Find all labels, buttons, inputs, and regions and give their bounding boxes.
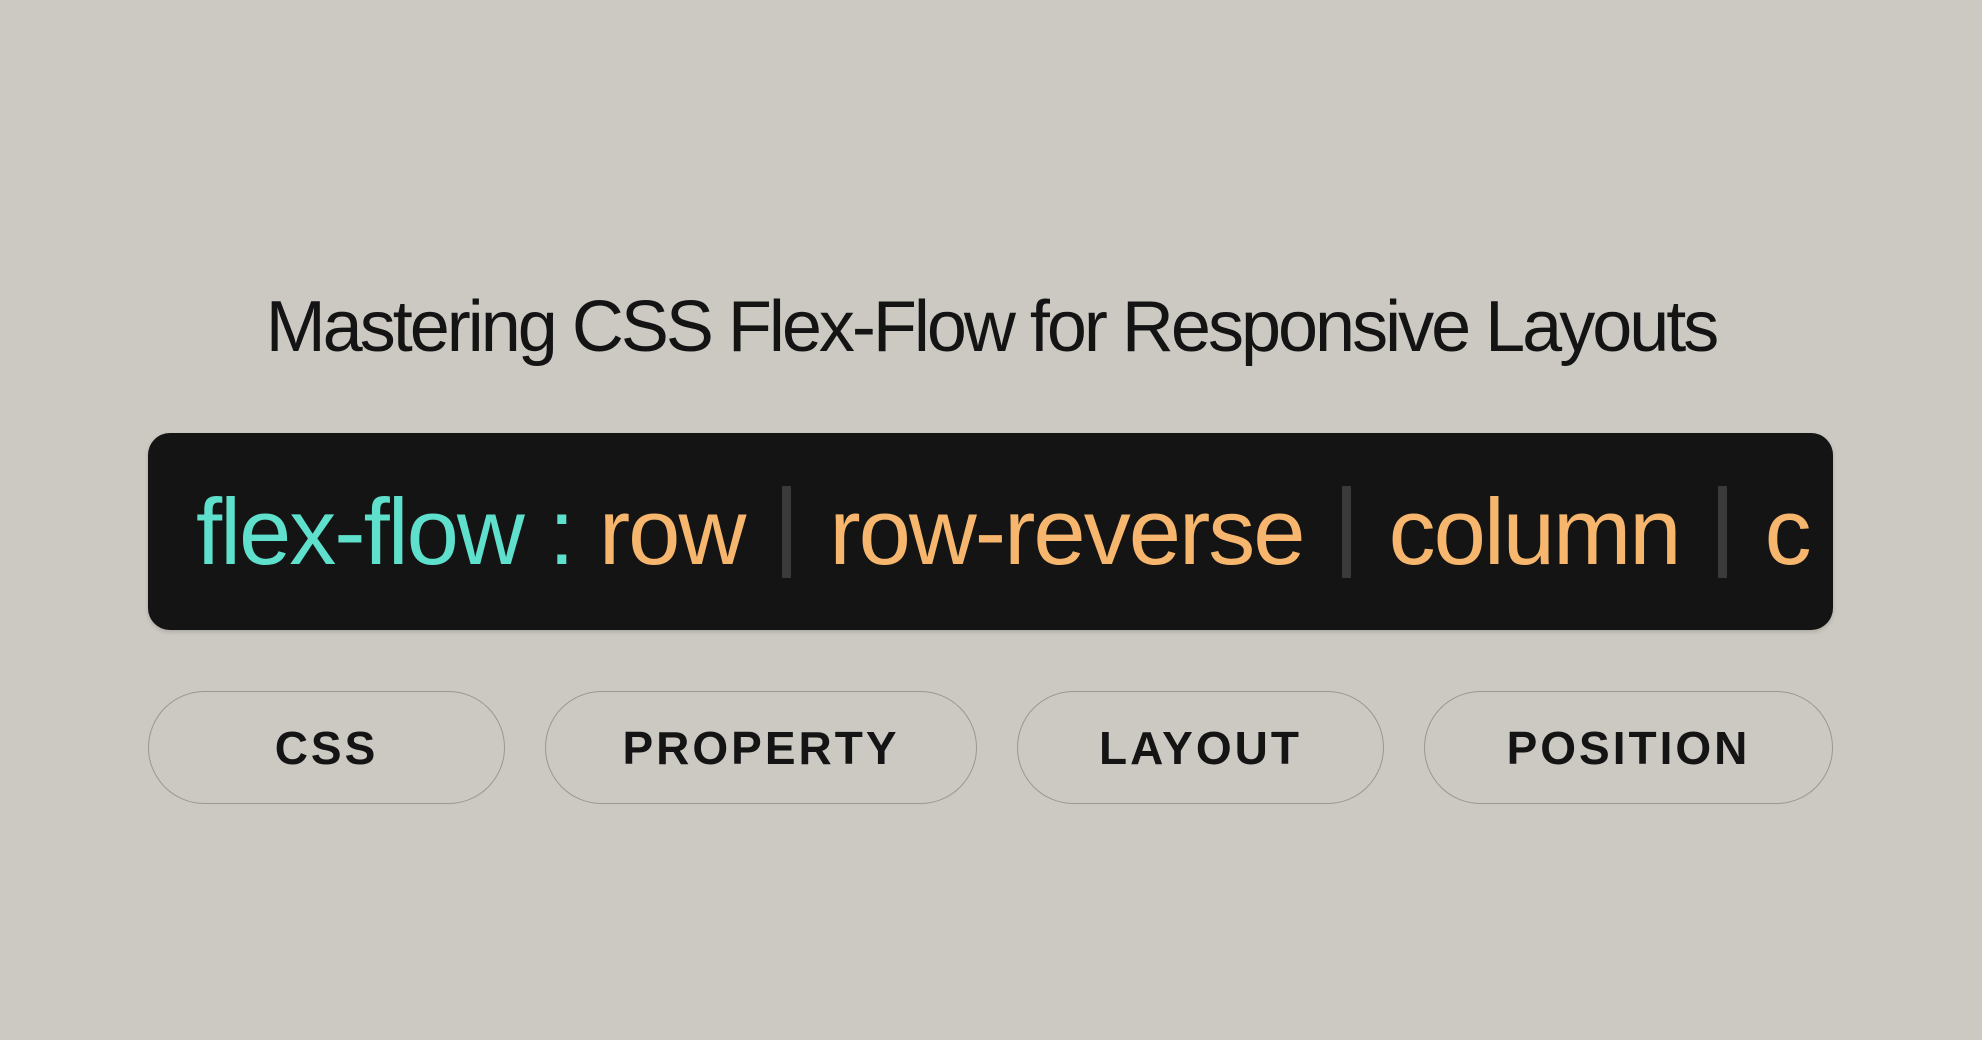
css-property-name: flex-flow — [196, 478, 525, 584]
css-value-row: row — [598, 478, 746, 584]
css-value-row-reverse: row-reverse — [829, 478, 1305, 584]
value-separator — [1341, 485, 1351, 578]
tag-css[interactable]: CSS — [148, 691, 505, 804]
tag-layout[interactable]: LAYOUT — [1017, 691, 1384, 804]
code-snippet-box: flex-flow : row row-reverse column c — [148, 433, 1833, 630]
tag-list: CSS PROPERTY LAYOUT POSITION — [148, 691, 1833, 806]
css-value-truncated: c — [1764, 478, 1812, 584]
css-colon: : — [548, 478, 575, 584]
page-title: Mastering CSS Flex-Flow for Responsive L… — [265, 287, 1720, 367]
tag-position[interactable]: POSITION — [1424, 691, 1833, 804]
tag-property[interactable]: PROPERTY — [545, 691, 977, 804]
code-line: flex-flow : row row-reverse column c — [196, 433, 1812, 630]
css-value-column: column — [1388, 478, 1682, 584]
value-separator — [1717, 485, 1727, 578]
value-separator — [782, 485, 792, 578]
